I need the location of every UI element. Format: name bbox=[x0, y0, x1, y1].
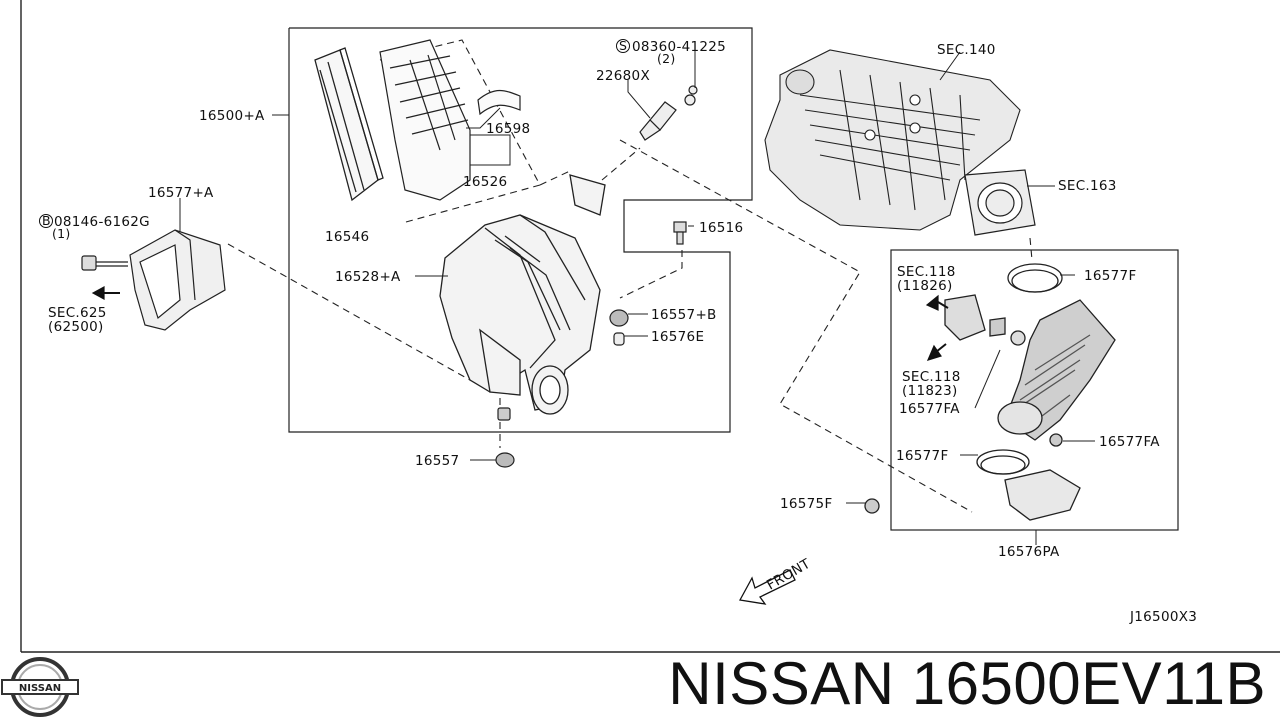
label-22680x: 22680X bbox=[596, 68, 650, 84]
label-16516: 16516 bbox=[699, 220, 743, 236]
bolt-symbol: B bbox=[42, 213, 51, 228]
label-16577a: 16577+A bbox=[148, 185, 214, 201]
label-16557: 16557 bbox=[415, 453, 459, 469]
nissan-logo: NISSAN bbox=[1, 657, 79, 717]
label-screw-qty: (2) bbox=[657, 51, 676, 66]
label-sec625-sub: (62500) bbox=[48, 319, 104, 335]
label-sec118-a: SEC.118 bbox=[897, 264, 956, 280]
direction-arrows bbox=[91, 285, 949, 361]
mass-air-flow-sensor bbox=[639, 85, 698, 141]
label-16576pa: 16576PA bbox=[998, 544, 1060, 560]
label-sec625: SEC.625 bbox=[48, 305, 107, 321]
label-sec163: SEC.163 bbox=[1058, 178, 1117, 194]
front-arrow bbox=[738, 569, 796, 605]
label-16577fa-left: 16577FA bbox=[899, 401, 960, 417]
label-sec118-b-sub: (11823) bbox=[902, 383, 958, 399]
label-16526: 16526 bbox=[463, 174, 507, 190]
air-filter-element bbox=[314, 47, 384, 202]
label-16575f: 16575F bbox=[780, 496, 833, 512]
label-front: FRONT bbox=[764, 556, 814, 594]
resonator-part bbox=[379, 39, 521, 201]
grommets bbox=[495, 309, 629, 468]
label-16598: 16598 bbox=[486, 121, 530, 137]
label-sec118-b: SEC.118 bbox=[902, 369, 961, 385]
label-16557b: 16557+B bbox=[651, 307, 717, 323]
dashed-links bbox=[227, 39, 1033, 513]
nissan-logo-text: NISSAN bbox=[19, 683, 61, 694]
leader-lines bbox=[179, 50, 1095, 545]
hose-assembly bbox=[864, 263, 1116, 521]
bolt-part bbox=[81, 255, 128, 271]
hose-box bbox=[890, 249, 1179, 531]
label-16577fa-right: 16577FA bbox=[1099, 434, 1160, 450]
label-16528a: 16528+A bbox=[335, 269, 401, 285]
label-bolt-code: 08146-6162G bbox=[54, 214, 150, 230]
inlet-duct bbox=[129, 229, 226, 331]
intake-manifold bbox=[764, 49, 1021, 231]
label-16577f-top: 16577F bbox=[1084, 268, 1137, 284]
air-cleaner-case bbox=[439, 174, 606, 415]
label-bolt-qty: (1) bbox=[52, 226, 71, 241]
part-number-title: NISSAN 16500EV11B bbox=[668, 650, 1266, 717]
bolt-16516 bbox=[673, 221, 687, 245]
throttle-body bbox=[964, 169, 1036, 236]
screw-symbol: S bbox=[619, 38, 627, 53]
label-sec140: SEC.140 bbox=[937, 42, 996, 58]
label-reference: J16500X3 bbox=[1129, 609, 1197, 625]
label-16546: 16546 bbox=[325, 229, 369, 245]
label-16577f-bottom: 16577F bbox=[896, 448, 949, 464]
label-16500a: 16500+A bbox=[199, 108, 265, 124]
label-16576e: 16576E bbox=[651, 329, 704, 345]
label-screw-code: 08360-41225 bbox=[632, 39, 726, 55]
assembly-box bbox=[288, 27, 753, 433]
label-sec118-a-sub: (11826) bbox=[897, 278, 953, 294]
